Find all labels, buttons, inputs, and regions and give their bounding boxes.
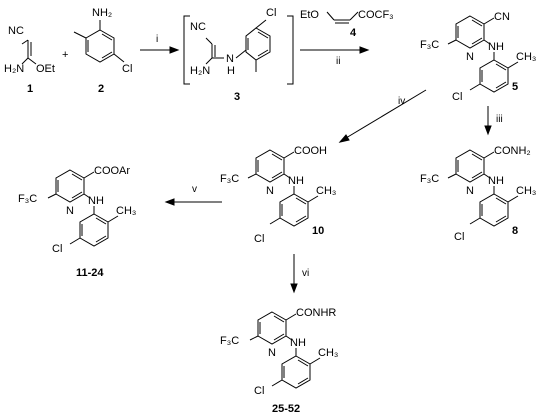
c5-label-f3c: F₃C <box>420 39 439 51</box>
step-label-iv: iv <box>398 96 405 107</box>
c5-label-nh: NH <box>488 41 504 53</box>
c5-label-ch3: CH₃ <box>516 51 536 63</box>
step-label-ii: ii <box>336 56 340 67</box>
compound-11-24: COOAr F₃C N NH CH₃ Cl 11-24 <box>18 165 136 279</box>
arrow-step-v: v <box>164 184 222 206</box>
c4-label-cocf3: COCF₃ <box>358 9 394 21</box>
c25-label-nh: NH <box>290 337 306 349</box>
arrow-step-iii: iii <box>484 106 503 136</box>
step-label-i: i <box>156 34 158 45</box>
c11-label-f3c: F₃C <box>18 193 37 205</box>
compound-3: NC H₂N N H Cl 3 <box>183 7 294 103</box>
c5-label-cl: Cl <box>452 91 462 103</box>
compound-25-52: CONHR F₃C N NH CH₃ Cl 25-52 <box>220 307 338 415</box>
c3-label-nc: NC <box>190 21 206 33</box>
c25-label-ch3: CH₃ <box>318 347 338 359</box>
step-label-v: v <box>192 184 197 195</box>
c3-label-h: H <box>227 65 235 77</box>
c11-label-cl: Cl <box>52 243 62 255</box>
step-label-iii: iii <box>496 114 503 125</box>
c1-number: 1 <box>27 83 33 95</box>
c25-label-n: N <box>268 347 276 359</box>
c5-label-n: N <box>466 51 474 63</box>
c10-label-ch3: CH₃ <box>316 185 336 197</box>
c8-number: 8 <box>512 225 518 237</box>
compound-8: CONH₂ F₃C N NH CH₃ Cl 8 <box>420 145 536 243</box>
c5-number: 5 <box>512 81 518 93</box>
compound-10: COOH F₃C N NH CH₃ Cl 10 <box>220 145 336 245</box>
c2-label-cl: Cl <box>122 63 132 75</box>
c4-number: 4 <box>350 27 357 39</box>
c8-label-cl: Cl <box>454 231 464 243</box>
compound-4: EtO COCF₃ 4 <box>300 9 394 39</box>
c10-label-nh: NH <box>288 175 304 187</box>
c8-label-f3c: F₃C <box>420 173 439 185</box>
c3-label-n: N <box>226 53 234 65</box>
c1-label-oet: OEt <box>36 63 55 75</box>
c2-number: 2 <box>98 83 104 95</box>
step-label-vi: vi <box>302 268 309 279</box>
arrow-step-ii: ii <box>300 46 370 67</box>
c1-label-nh2: H₂N <box>4 63 24 75</box>
c8-label-ch3: CH₃ <box>516 185 536 197</box>
c2-label-nh2: NH₂ <box>92 7 112 19</box>
arrow-step-vi: vi <box>290 254 309 294</box>
c10-number: 10 <box>312 225 324 237</box>
c11-number: 11-24 <box>76 267 104 279</box>
c11-label-n: N <box>66 205 74 217</box>
c25-label-conhr: CONHR <box>296 307 336 319</box>
c3-label-nh2: H₂N <box>190 65 210 77</box>
c10-label-cl: Cl <box>254 233 264 245</box>
arrow-step-i: i <box>140 34 180 54</box>
compound-1: NC H₂N OEt 1 <box>4 25 55 95</box>
c8-label-conh2: CONH₂ <box>494 145 531 157</box>
c10-label-cooh: COOH <box>294 145 327 157</box>
c8-label-nh: NH <box>488 175 504 187</box>
c11-label-cooar: COOAr <box>94 165 130 177</box>
c1-label-nc: NC <box>8 25 24 37</box>
c3-number: 3 <box>234 91 240 103</box>
c25-label-f3c: F₃C <box>220 335 239 347</box>
c11-label-nh: NH <box>88 195 104 207</box>
c25-number: 25-52 <box>272 403 300 415</box>
compound-5: CN F₃C N NH CH₃ Cl 5 <box>420 11 536 103</box>
c8-label-n: N <box>466 185 474 197</box>
c3-label-cl: Cl <box>266 7 276 19</box>
c10-label-f3c: F₃C <box>220 173 239 185</box>
c10-label-n: N <box>266 185 274 197</box>
c4-label-eto: EtO <box>300 9 319 21</box>
compound-2: NH₂ Cl 2 <box>73 7 132 95</box>
arrow-step-iv: iv <box>338 89 427 143</box>
c25-label-cl: Cl <box>254 385 264 397</box>
plus-sign: + <box>62 49 68 61</box>
c11-label-ch3: CH₃ <box>116 205 136 217</box>
c5-label-cn: CN <box>494 11 510 23</box>
